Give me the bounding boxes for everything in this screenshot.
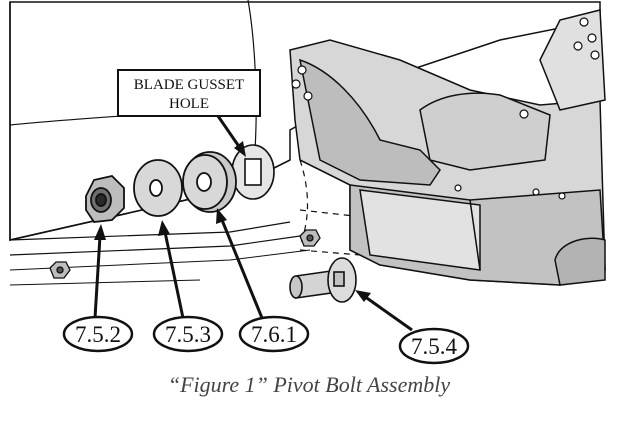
callout-7-5-3: 7.5.3	[152, 315, 224, 353]
callout-7-5-4: 7.5.4	[398, 327, 470, 365]
figure-caption: “Figure 1” Pivot Bolt Assembly	[167, 372, 451, 397]
svg-text:7.5.3: 7.5.3	[165, 322, 211, 347]
frame-holes	[291, 17, 600, 200]
svg-text:7.5.4: 7.5.4	[411, 334, 458, 359]
callout-7-6-1: 7.6.1	[238, 315, 310, 353]
carriage-bolt-7-5-4	[289, 257, 357, 303]
frame-assembly	[289, 9, 606, 286]
svg-text:HOLE: HOLE	[169, 96, 209, 112]
thick-washer-7-6-1	[182, 151, 237, 213]
hex-nut-7-5-2	[85, 175, 125, 223]
leader-lines	[93, 115, 413, 332]
svg-text:7.5.2: 7.5.2	[75, 322, 121, 347]
arrowhead-7-6-1	[216, 208, 227, 224]
flat-washer-7-5-3	[133, 159, 183, 217]
arrowheads	[94, 141, 371, 302]
arrowhead-7-5-2	[94, 224, 106, 240]
arrowhead-7-5-4	[355, 290, 371, 302]
svg-text:7.6.1: 7.6.1	[251, 322, 297, 347]
blade-gusset-hole-label: BLADE GUSSET HOLE	[117, 69, 261, 117]
small-nut-left	[49, 261, 71, 279]
arrowhead-7-5-3	[158, 220, 170, 236]
blade-gusset-hole	[231, 144, 275, 200]
small-nut-right	[299, 229, 321, 247]
arrowhead-gusset	[234, 141, 246, 157]
callout-7-5-2: 7.5.2	[62, 315, 134, 353]
svg-text:BLADE GUSSET: BLADE GUSSET	[134, 77, 244, 93]
